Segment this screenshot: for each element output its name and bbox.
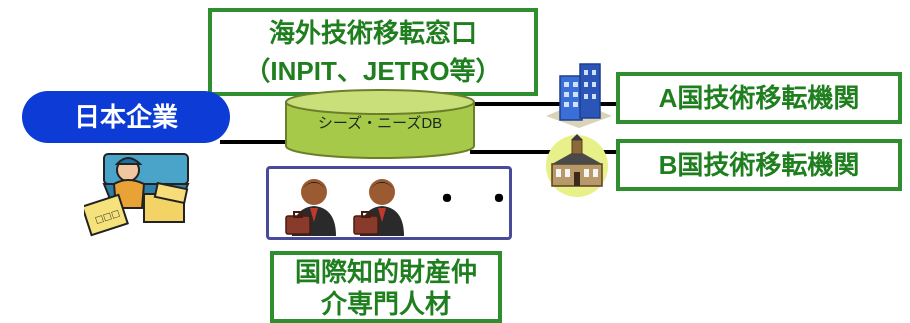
factory-worker-icon: □□□ xyxy=(84,153,190,237)
businessman-icon xyxy=(353,179,404,236)
connector-line-db-org-b xyxy=(470,150,620,154)
businessman-icon xyxy=(285,179,336,236)
historic-building-icon xyxy=(546,134,608,197)
seeds-needs-database-icon xyxy=(285,89,475,159)
database-label: シーズ・ニーズDB xyxy=(317,115,443,132)
country-a-transfer-org-label: A国技術移転機関 xyxy=(658,83,860,113)
connector-line-company-db xyxy=(220,140,290,144)
ip-intermediary-talent-box: 国際知的財産仲 介専門人材 xyxy=(270,251,502,323)
connector-line-db-org-a xyxy=(470,102,620,106)
country-b-transfer-org-label: B国技術移転機関 xyxy=(658,150,860,180)
transfer-window-title: 海外技術移転窓口 xyxy=(268,18,477,48)
office-building-icon xyxy=(546,63,612,128)
ip-intermediary-talent-line2: 介専門人材 xyxy=(320,289,451,319)
japanese-company-pill: 日本企業 xyxy=(22,91,230,143)
japanese-company-label: 日本企業 xyxy=(73,102,178,132)
ip-intermediary-talent-line1: 国際知的財産仲 xyxy=(294,257,477,287)
transfer-window-box: 海外技術移転窓口 （INPIT、JETRO等） xyxy=(208,8,538,96)
more-experts-ellipsis: ・・ xyxy=(430,181,534,219)
transfer-window-subtitle: （INPIT、JETRO等） xyxy=(244,56,502,86)
country-b-transfer-org: B国技術移転機関 xyxy=(616,139,902,191)
country-a-transfer-org: A国技術移転機関 xyxy=(616,72,902,124)
